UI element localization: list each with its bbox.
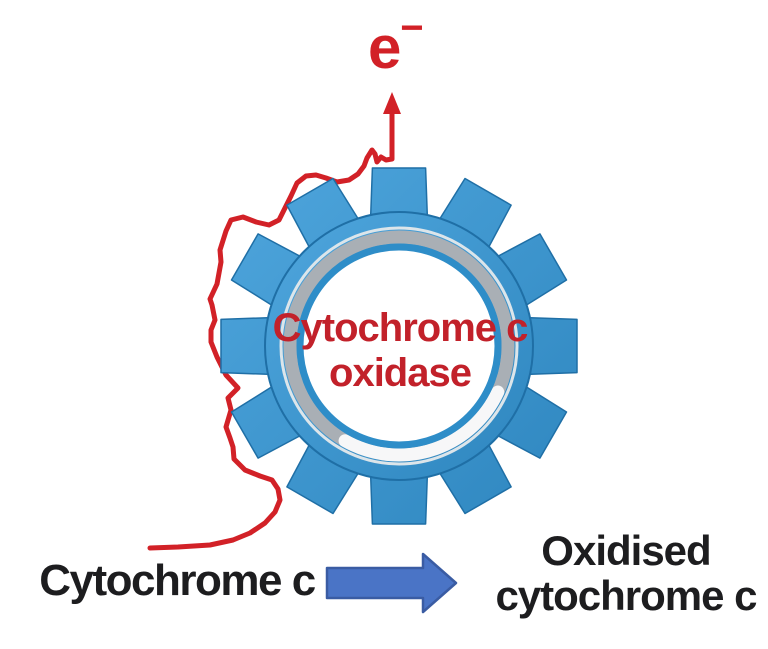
electron-flow-line — [147, 92, 401, 551]
enzyme-label: Cytochrome c oxidase — [249, 306, 551, 396]
electron-arrowhead — [383, 92, 401, 114]
substrate-label: Cytochrome c — [39, 556, 316, 605]
gear-teeth — [220, 167, 578, 525]
gear-ring-separator — [279, 226, 519, 466]
reaction-arrow — [325, 552, 458, 614]
enzyme-label-line2: oxidase — [329, 351, 472, 395]
electron-charge: − — [400, 6, 423, 50]
product-label-line1: Oxidised — [541, 527, 711, 574]
gear-ring-inner — [296, 243, 502, 449]
product-label: Oxidised cytochrome c — [492, 528, 760, 618]
electron-symbol: e — [368, 14, 401, 81]
product-label-line2: cytochrome c — [495, 572, 757, 619]
gear-ring-shine — [283, 230, 515, 462]
enzyme-label-line1: Cytochrome c — [272, 306, 529, 350]
gear-icon — [220, 167, 578, 525]
electron-label: e− — [368, 8, 424, 81]
